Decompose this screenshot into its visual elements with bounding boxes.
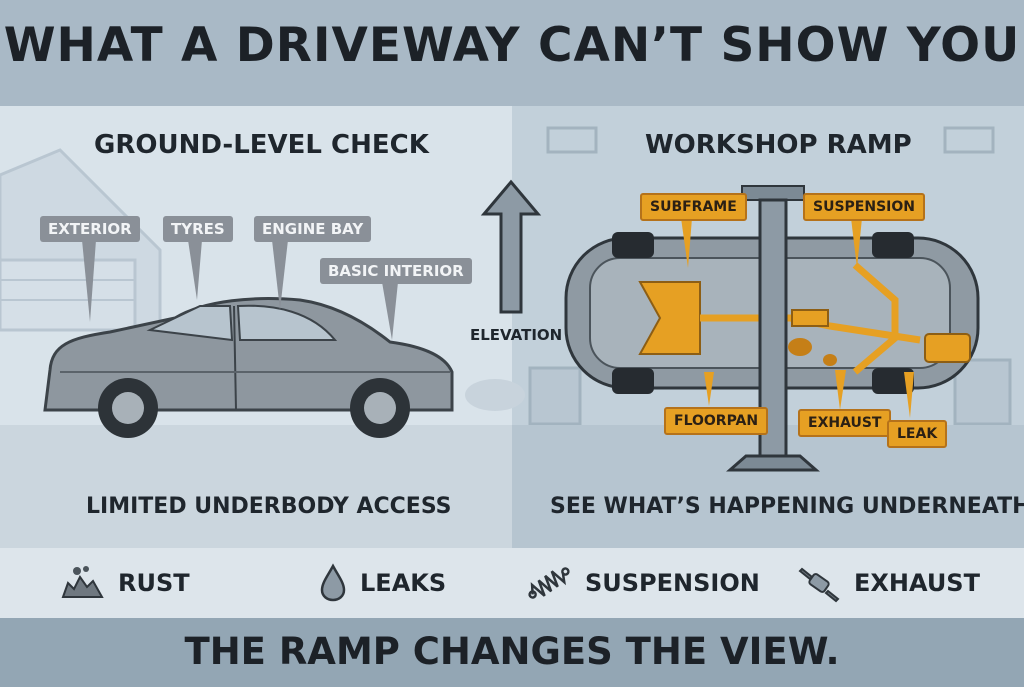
legend-exhaust: EXHAUST xyxy=(796,560,980,606)
tag-suspension: SUSPENSION xyxy=(803,193,925,221)
bush xyxy=(465,379,525,411)
rust-icon xyxy=(61,566,104,598)
right-pointers xyxy=(681,218,914,418)
tag-exhaust: EXHAUST xyxy=(798,409,892,437)
title-band xyxy=(0,0,1024,106)
elevation-arrow xyxy=(480,179,542,314)
exhaust-icon xyxy=(798,567,840,603)
tag-tyres: TYRES xyxy=(163,216,233,242)
legend-label-suspension: SUSPENSION xyxy=(585,569,760,597)
elevation-label: ELEVATION xyxy=(470,326,563,344)
workshop-background xyxy=(528,126,1012,426)
left-heading: GROUND-LEVEL CHECK xyxy=(94,130,429,160)
droplet-icon xyxy=(320,563,346,602)
tag-basic-interior: BASIC INTERIOR xyxy=(320,258,472,284)
tag-engine-bay: ENGINE BAY xyxy=(254,216,372,242)
page-title: WHAT A DRIVEWAY CAN’T SHOW YOU xyxy=(3,18,1021,73)
footer-band xyxy=(0,618,1024,687)
legend-band xyxy=(0,548,1024,618)
left-caption: LIMITED UNDERBODY ACCESS xyxy=(86,494,452,519)
tag-leak: LEAK xyxy=(887,420,948,448)
legend-label-leaks: LEAKS xyxy=(360,569,447,597)
left-pointers xyxy=(82,240,398,340)
tag-floorpan: FLOORPAN xyxy=(664,407,769,435)
right-heading: WORKSHOP RAMP xyxy=(645,130,912,160)
driveway-ground xyxy=(0,425,512,548)
tag-exterior: EXTERIOR xyxy=(40,216,140,242)
legend-suspension: SUSPENSION xyxy=(525,560,760,606)
footer-slogan: THE RAMP CHANGES THE VIEW. xyxy=(184,630,840,673)
tag-subframe: SUBFRAME xyxy=(640,193,747,221)
spring-icon xyxy=(528,567,570,599)
legend-label-exhaust: EXHAUST xyxy=(854,569,980,597)
right-caption: SEE WHAT’S HAPPENING UNDERNEATH xyxy=(550,494,1024,519)
legend-label-rust: RUST xyxy=(118,569,190,597)
legend-rust: RUST xyxy=(60,560,190,606)
legend-leaks: LEAKS xyxy=(318,560,446,606)
sedan-side-view xyxy=(43,297,454,438)
